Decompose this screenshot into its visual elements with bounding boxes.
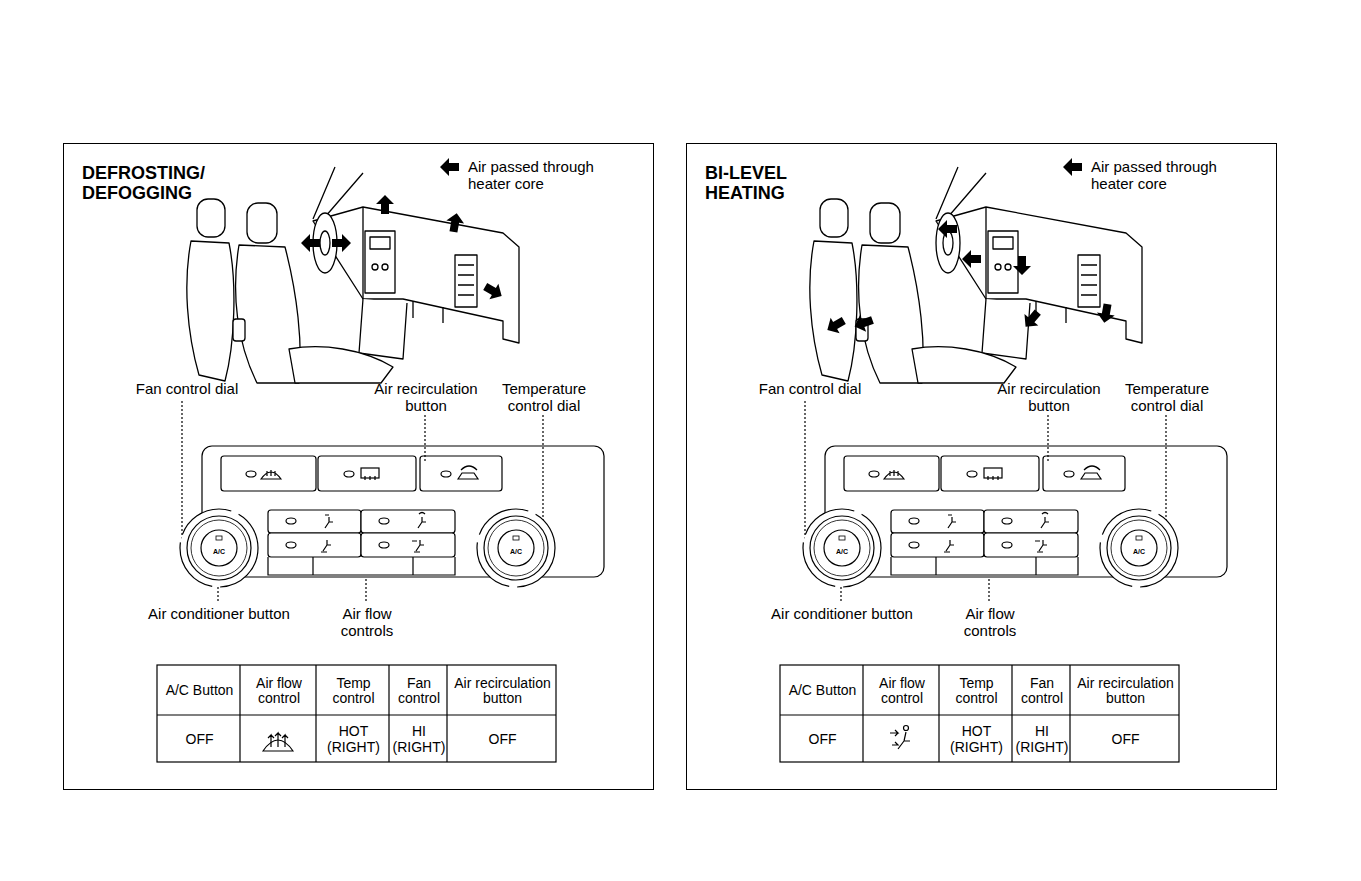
table-cell: OFF xyxy=(1074,717,1177,762)
dial-label: A/C xyxy=(178,548,260,555)
table-cell: OFF xyxy=(451,717,554,762)
callout-label: Air conditioner button xyxy=(757,605,927,622)
callout-label: Air recirculation button xyxy=(984,380,1114,415)
dial-label: A/C xyxy=(1098,548,1180,555)
callout-label: Fan control dial xyxy=(725,380,895,397)
table-cell: HOT (RIGHT) xyxy=(320,717,387,762)
panel-title: DEFROSTING/ DEFOGGING xyxy=(82,164,232,204)
table-cell: HI (RIGHT) xyxy=(1016,717,1068,762)
table-header: A/C Button xyxy=(784,667,861,715)
table-header: Temp control xyxy=(943,667,1010,715)
callout-label: Temperature control dial xyxy=(1117,380,1217,415)
dial-label: A/C xyxy=(475,548,557,555)
callout-label: Air recirculation button xyxy=(361,380,491,415)
bilevel-illustration xyxy=(780,158,1227,762)
table-header: Air recirculation button xyxy=(451,667,554,715)
table-cell: OFF xyxy=(161,717,238,762)
callout-label: Air conditioner button xyxy=(134,605,304,622)
callout-label: Fan control dial xyxy=(102,380,272,397)
fan-control-dial: A/C xyxy=(178,507,260,589)
table-header: Air flow control xyxy=(867,667,937,715)
table-header: Temp control xyxy=(320,667,387,715)
panel-title: BI-LEVEL HEATING xyxy=(705,164,855,204)
callout-label: Air flow controls xyxy=(950,605,1030,640)
legend-text: Air passed through heater core xyxy=(468,158,638,193)
callout-label: Air flow controls xyxy=(327,605,407,640)
table-header: Air recirculation button xyxy=(1074,667,1177,715)
table-header: Fan control xyxy=(393,667,445,715)
callout-label: Temperature control dial xyxy=(494,380,594,415)
table-cell: OFF xyxy=(784,717,861,762)
fan-control-dial: A/C xyxy=(801,507,883,589)
table-header: A/C Button xyxy=(161,667,238,715)
table-header: Fan control xyxy=(1016,667,1068,715)
legend-text: Air passed through heater core xyxy=(1091,158,1261,193)
temperature-control-dial: A/C xyxy=(1098,507,1180,589)
panel-frame: BI-LEVEL HEATING A/C A/C Air passed through… xyxy=(686,143,1277,790)
defrost-illustration xyxy=(157,158,604,762)
temperature-control-dial: A/C xyxy=(475,507,557,589)
table-cell: HI (RIGHT) xyxy=(393,717,445,762)
dial-label: A/C xyxy=(801,548,883,555)
panel-frame: DEFROSTING/ DEFOGGING A/C A/C Air passed th… xyxy=(63,143,654,790)
table-cell: HOT (RIGHT) xyxy=(943,717,1010,762)
table-header: Air flow control xyxy=(244,667,314,715)
